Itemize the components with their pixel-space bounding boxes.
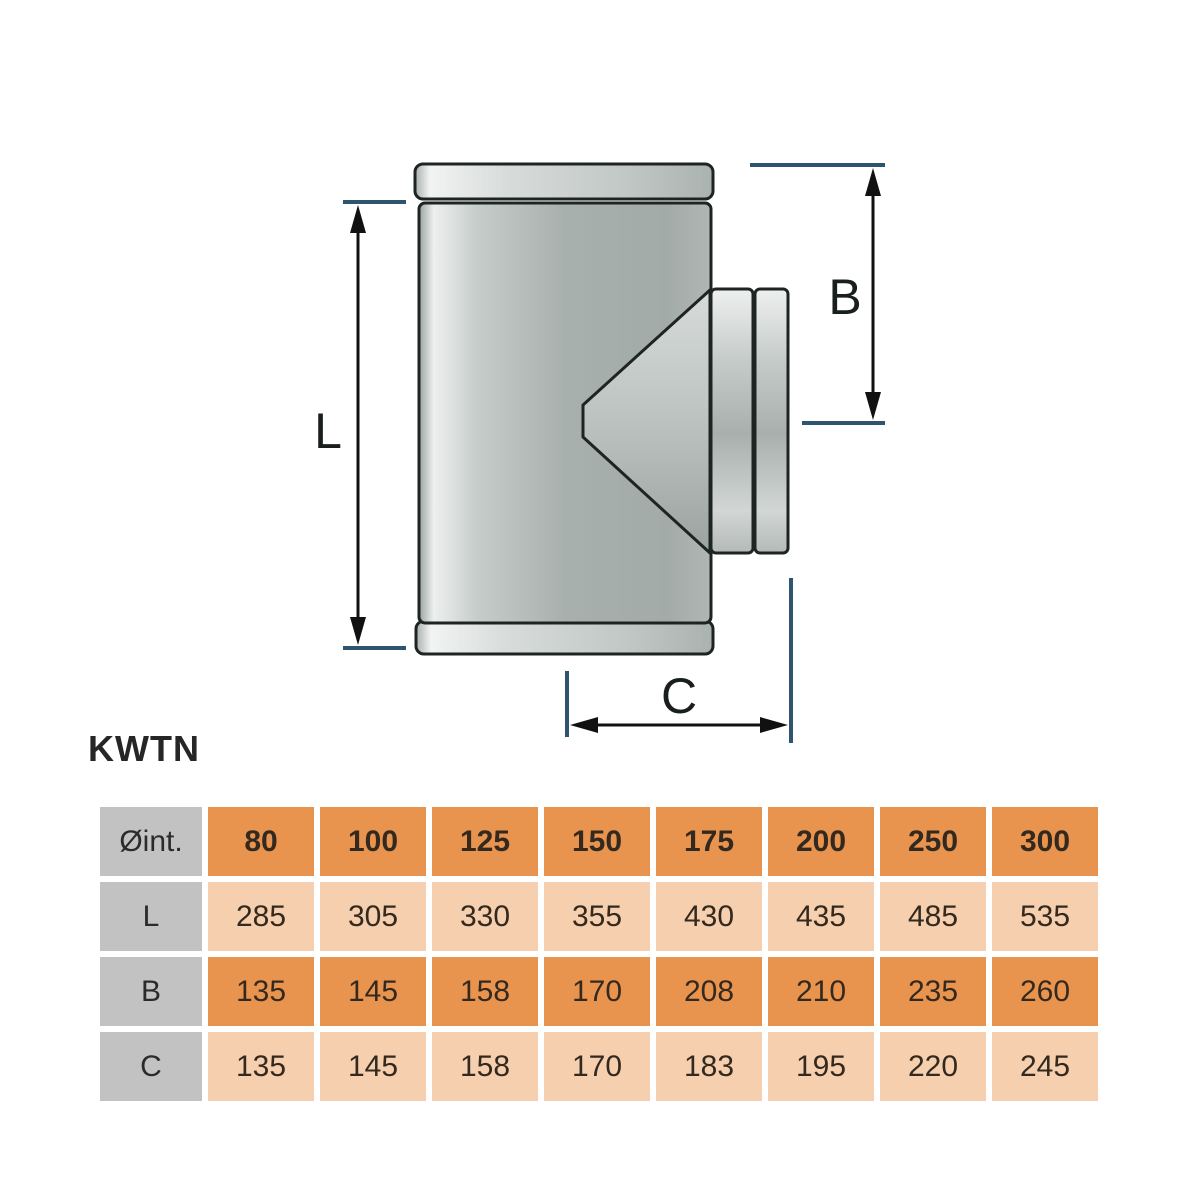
cell-b: 170 (544, 957, 650, 1026)
col-header-size: 80 (208, 807, 314, 876)
col-header-size: 175 (656, 807, 762, 876)
bottom-collar (414, 619, 715, 656)
dimensions-table: Øint. 80 100 125 150 175 200 250 300 L 2… (94, 801, 1104, 1107)
table-header-row: Øint. 80 100 125 150 175 200 250 300 (100, 807, 1098, 876)
branch-ring-inner (709, 287, 755, 555)
cell-c: 145 (320, 1032, 426, 1101)
col-header-diameter: Øint. (100, 807, 202, 876)
cell-l: 305 (320, 882, 426, 951)
row-label-c: C (100, 1032, 202, 1101)
table-row-l: L 285 305 330 355 430 435 485 535 (100, 882, 1098, 951)
cell-l: 430 (656, 882, 762, 951)
col-header-size: 300 (992, 807, 1098, 876)
cell-l: 285 (208, 882, 314, 951)
dim-b-arrowhead-up-icon (865, 168, 881, 196)
cell-c: 158 (432, 1032, 538, 1101)
cell-c: 170 (544, 1032, 650, 1101)
dim-c-arrowhead-right-icon (760, 717, 788, 733)
dim-c-label: C (661, 668, 697, 724)
cell-b: 210 (768, 957, 874, 1026)
dim-b-label: B (828, 269, 861, 325)
cell-b: 145 (320, 957, 426, 1026)
dim-l-arrowhead-down-icon (350, 617, 366, 645)
cell-c: 195 (768, 1032, 874, 1101)
product-code: KWTN (88, 728, 200, 769)
cell-l: 485 (880, 882, 986, 951)
row-label-b: B (100, 957, 202, 1026)
col-header-size: 250 (880, 807, 986, 876)
cell-b: 260 (992, 957, 1098, 1026)
cell-b: 235 (880, 957, 986, 1026)
dim-l-arrowhead-up-icon (350, 205, 366, 233)
branch-ring-outer (753, 287, 790, 555)
cell-c: 245 (992, 1032, 1098, 1101)
cell-b: 208 (656, 957, 762, 1026)
cell-l: 535 (992, 882, 1098, 951)
row-label-l: L (100, 882, 202, 951)
cell-c: 220 (880, 1032, 986, 1101)
dim-b-arrowhead-down-icon (865, 392, 881, 420)
cell-l: 355 (544, 882, 650, 951)
fitting-shape (413, 162, 790, 656)
dim-l-label: L (314, 403, 342, 459)
dimension-l: L (314, 200, 406, 650)
dim-c-arrowhead-left-icon (570, 717, 598, 733)
cell-c: 183 (656, 1032, 762, 1101)
cell-c: 135 (208, 1032, 314, 1101)
dimension-b: B (750, 163, 885, 425)
col-header-size: 200 (768, 807, 874, 876)
cell-l: 435 (768, 882, 874, 951)
table-row-b: B 135 145 158 170 208 210 235 260 (100, 957, 1098, 1026)
cell-b: 158 (432, 957, 538, 1026)
table-row-c: C 135 145 158 170 183 195 220 245 (100, 1032, 1098, 1101)
tee-fitting-diagram: L B C (314, 162, 885, 743)
dimension-c: C (565, 578, 793, 743)
cell-b: 135 (208, 957, 314, 1026)
col-header-size: 150 (544, 807, 650, 876)
top-collar (413, 162, 715, 201)
col-header-size: 100 (320, 807, 426, 876)
cell-l: 330 (432, 882, 538, 951)
col-header-size: 125 (432, 807, 538, 876)
